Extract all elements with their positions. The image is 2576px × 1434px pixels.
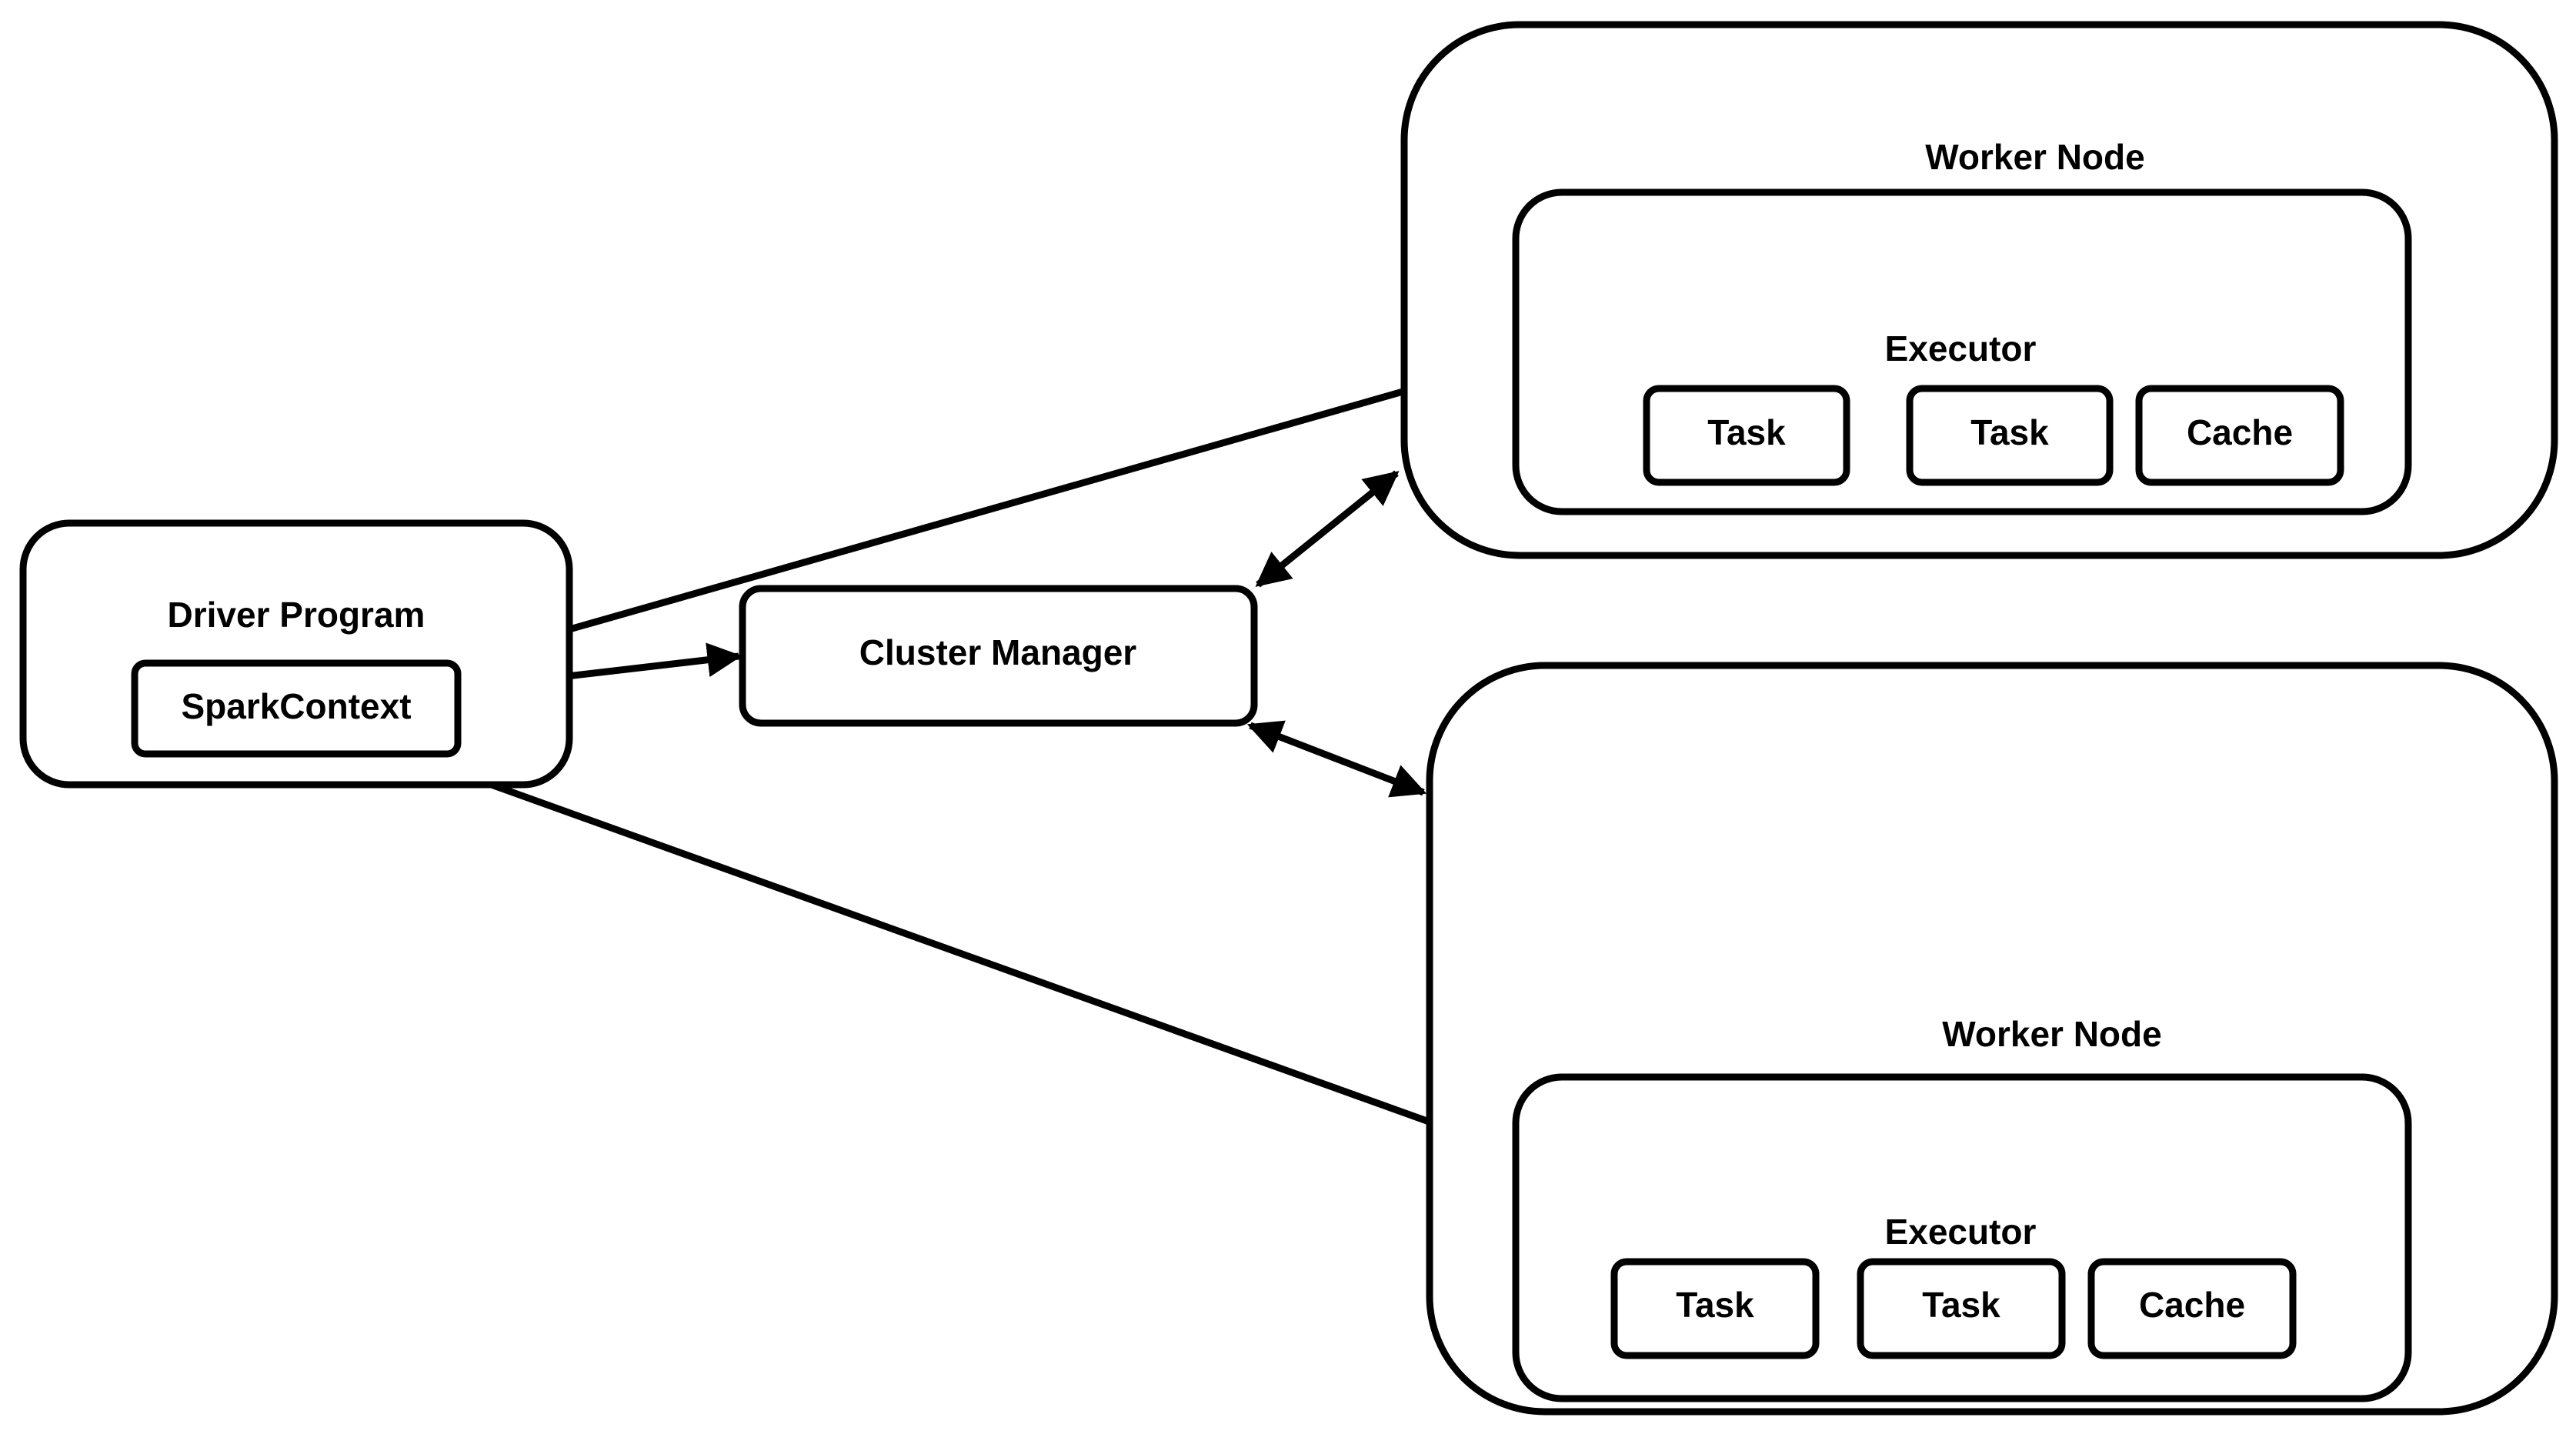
executor-bottom-task-1-box (1610, 1258, 1820, 1359)
worker-node-top-title: Worker Node (1925, 137, 2144, 177)
executor-top-title: Executor (1885, 328, 2037, 369)
executor-top-cache-box (2135, 385, 2344, 486)
connector-cluster-manager-worker-bottom (1246, 720, 1427, 798)
cluster-manager-box (739, 585, 1258, 727)
executor-top-task-1-box (1643, 385, 1850, 486)
cluster-manager-title: Cluster Manager (859, 632, 1137, 672)
executor-bottom-task-2-label: Task (1922, 1285, 2000, 1325)
connector-driver-worker-bottom (423, 755, 1512, 1156)
executor-top-task-2-label: Task (1970, 412, 2049, 452)
executor-top-task-1-label: Task (1707, 412, 1786, 452)
executor-top-cache-label: Cache (2187, 412, 2293, 452)
executor-bottom-cache-label: Cache (2139, 1285, 2245, 1325)
connector-cluster-manager-worker-top (1255, 470, 1400, 588)
connectors (423, 353, 1512, 1156)
worker-node-bottom: Worker Node Executor Task Task Cache (1426, 662, 2558, 1416)
executor-bottom-title: Executor (1885, 1212, 2037, 1252)
spark-context-box (131, 659, 462, 758)
executor-bottom-cache-box (2087, 1258, 2297, 1359)
driver-program: Driver Program SparkContext (19, 519, 573, 789)
connector-driver-worker-top (458, 353, 1512, 669)
executor-bottom-task-1-label: Task (1676, 1285, 1754, 1325)
driver-program-title: Driver Program (168, 595, 425, 635)
spark-context-label: SparkContext (181, 686, 411, 726)
worker-node-bottom-title: Worker Node (1942, 1014, 2161, 1054)
executor-bottom-task-2-box (1857, 1258, 2066, 1359)
executor-top-task-2-box (1906, 385, 2114, 486)
cluster-manager: Cluster Manager (739, 585, 1258, 727)
worker-node-top: Worker Node Executor Task Task Cache (1400, 21, 2558, 559)
